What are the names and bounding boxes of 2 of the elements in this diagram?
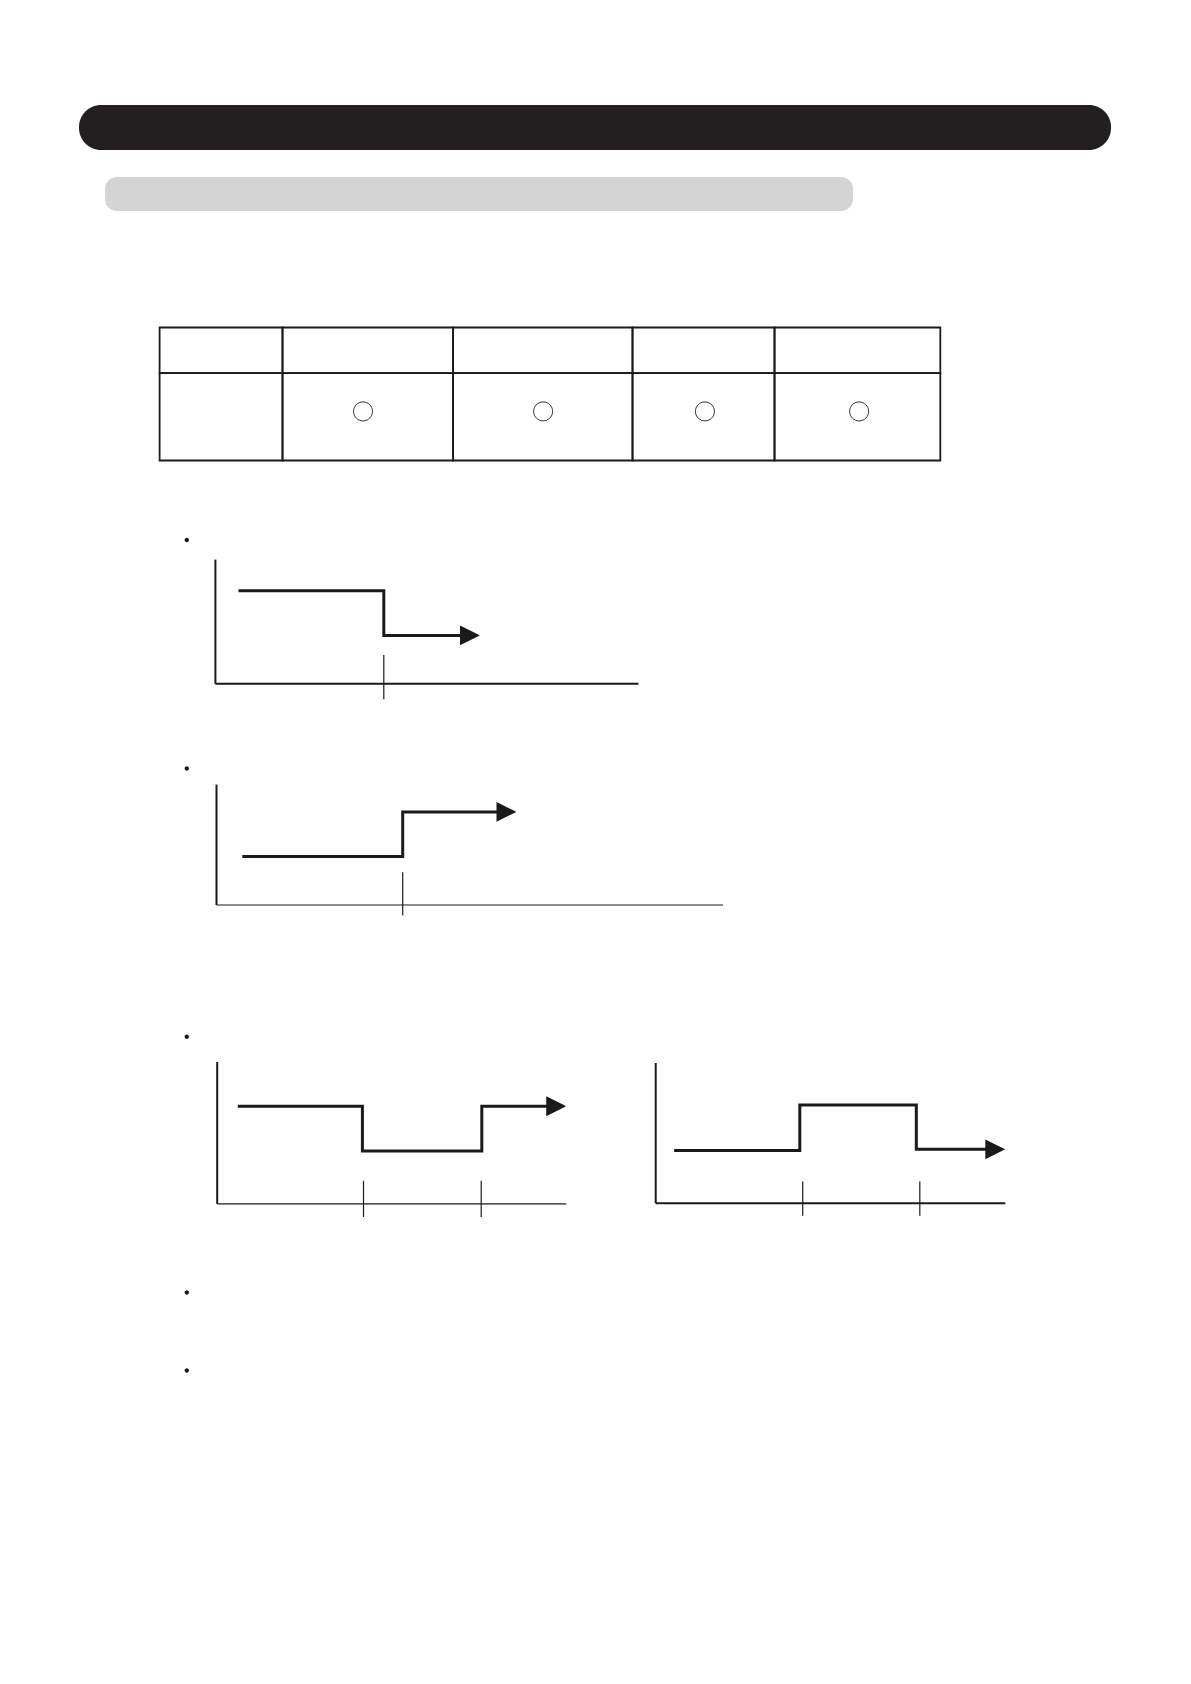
- title-bar: [79, 105, 1111, 150]
- section-bar: [105, 177, 853, 211]
